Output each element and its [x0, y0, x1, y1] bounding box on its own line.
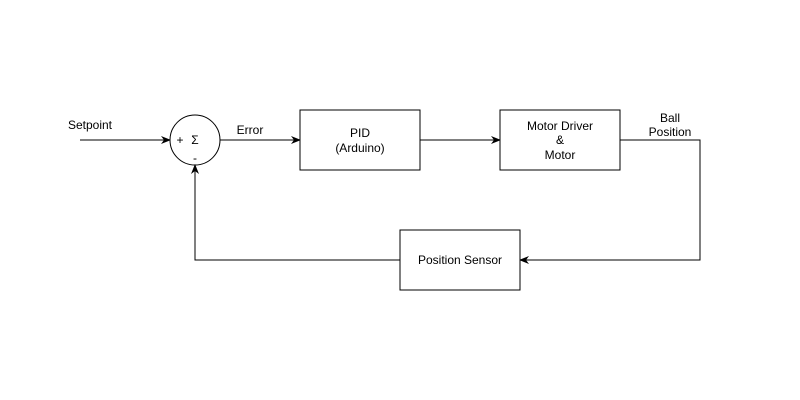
- position-sensor-block-rect: [399, 229, 521, 291]
- pid-block-subtitle: (Arduino): [335, 141, 384, 155]
- plus-sign: +: [176, 133, 183, 147]
- minus-sign: -: [193, 151, 197, 165]
- sigma-symbol: Σ: [191, 133, 198, 147]
- ball-position-label-line2: Position: [649, 125, 692, 139]
- position-sensor-block[interactable]: Position Sensor: [399, 229, 521, 291]
- output-to-sensor-arrow: [519, 139, 701, 264]
- pid-block-rect: [299, 109, 421, 171]
- pid-block-title: PID: [350, 126, 370, 140]
- position-sensor-label: Position Sensor: [418, 253, 502, 267]
- ball-position-label-line1: Ball: [660, 111, 680, 125]
- motor-block-line3: Motor: [545, 148, 576, 162]
- motor-block-line2: &: [556, 133, 564, 147]
- setpoint-label: Setpoint: [68, 118, 113, 132]
- motor-block-line1: Motor Driver: [527, 119, 593, 133]
- motor-block-rect: [499, 109, 621, 171]
- error-label: Error: [237, 123, 264, 137]
- feedback-arrow: [191, 164, 400, 261]
- summing-junction[interactable]: + Σ -: [169, 114, 221, 166]
- motor-block[interactable]: Motor Driver & Motor: [499, 109, 621, 171]
- pid-block[interactable]: PID (Arduino): [299, 109, 421, 171]
